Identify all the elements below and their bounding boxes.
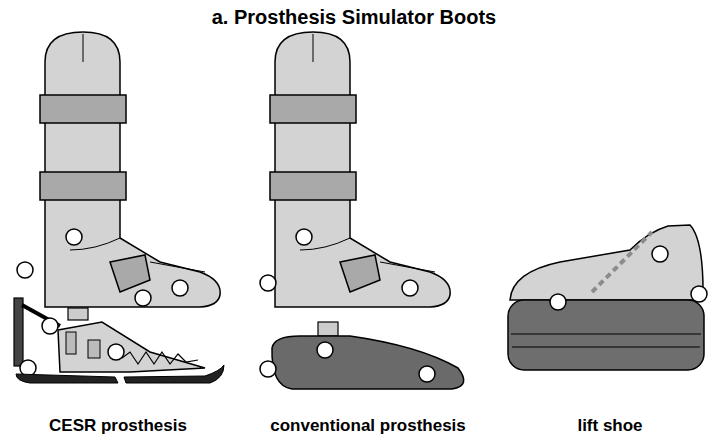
part-label: conventional prosthesis xyxy=(270,416,466,436)
boot xyxy=(40,32,220,307)
part-label: lift shoe xyxy=(577,416,642,436)
part-label: CESR prosthesis xyxy=(49,416,187,436)
figure-title: a. Prosthesis Simulator Boots xyxy=(212,6,497,29)
boot xyxy=(270,32,450,307)
